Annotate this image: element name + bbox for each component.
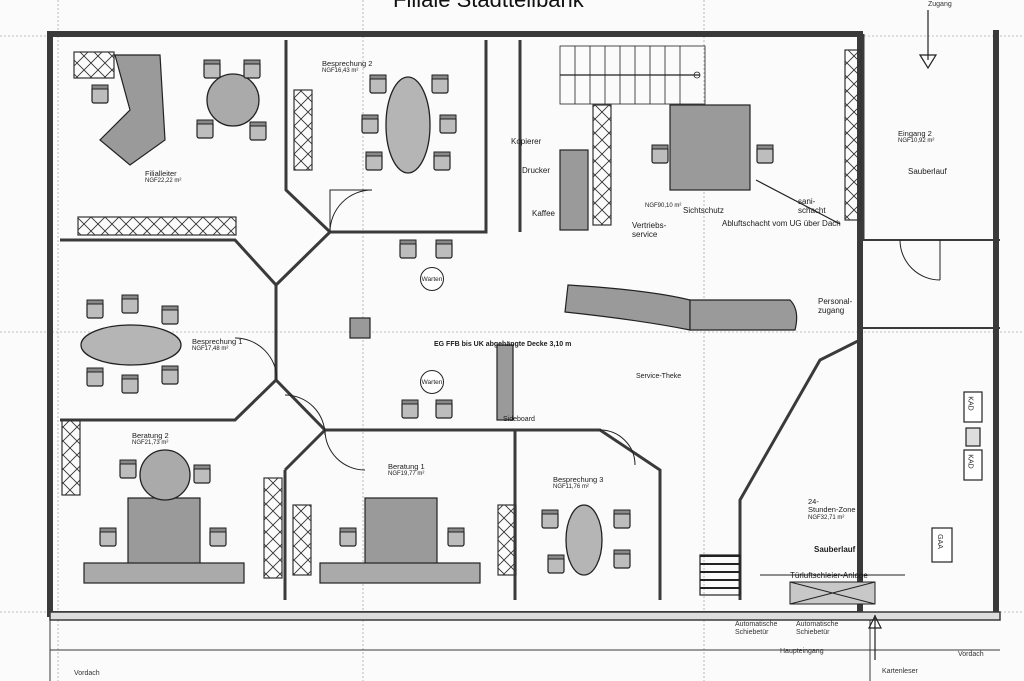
- label-vordach-right: Vordach: [958, 651, 984, 658]
- label-sauberlauf-top: Sauberlauf: [908, 167, 947, 176]
- waiting-seat-2: Warten: [420, 370, 444, 394]
- label-kaffee: Kaffee: [532, 209, 555, 218]
- stair-block: [559, 45, 706, 105]
- label-kad: KAD: [966, 396, 974, 411]
- label-tuerluftschleier: Türluftschleier-Anlage: [790, 571, 868, 580]
- label-personalzugang: Personal- zugang: [818, 297, 853, 315]
- atm-units: [931, 391, 983, 563]
- label-autotuer-1: Automatische Schiebetür: [735, 621, 778, 636]
- furniture: [83, 54, 798, 596]
- label-vordach-left: Vordach: [74, 670, 100, 677]
- tables: [80, 73, 603, 576]
- label-autotuer-2: Automatische Schiebetür: [796, 621, 839, 636]
- vertrieb-area: NGF90,10 m²: [645, 203, 682, 209]
- entrance-mat: [760, 574, 905, 605]
- label-kopierer: Kopierer: [511, 137, 542, 146]
- label-sichtschutz: Sichtschutz: [683, 206, 724, 215]
- label-gaa: GAA: [935, 534, 943, 549]
- label-decke: EG FFB bis UK abgehängte Decke 3,10 m: [434, 341, 572, 348]
- label-vertriebsservice: Vertriebs- service: [632, 221, 667, 239]
- label-haupteingang: Haupteingang: [780, 648, 824, 655]
- label-service-theke: Service-Theke: [636, 373, 682, 380]
- label-sauberlauf-bottom: Sauberlauf: [814, 545, 856, 554]
- interior-walls: [60, 40, 862, 600]
- label-drucker: Drucker: [522, 166, 551, 175]
- plan-title: Filiale Stadtteilbank: [393, 0, 584, 12]
- door-arcs: [234, 189, 941, 471]
- label-abluft: Abluftschacht vom UG über Dach: [722, 219, 841, 228]
- label-sideboard: Sideboard: [503, 416, 535, 423]
- waiting-seat-1: Warten: [420, 267, 444, 291]
- label-kartenleser: Kartenleser: [882, 668, 918, 675]
- label-kad-2: KAD: [966, 454, 974, 469]
- storage-cabinets: [61, 49, 862, 579]
- label-sanischacht: sani- schacht: [798, 197, 826, 215]
- entry-arrows: [755, 10, 938, 660]
- zugang-top-label: Zugang: [928, 1, 952, 8]
